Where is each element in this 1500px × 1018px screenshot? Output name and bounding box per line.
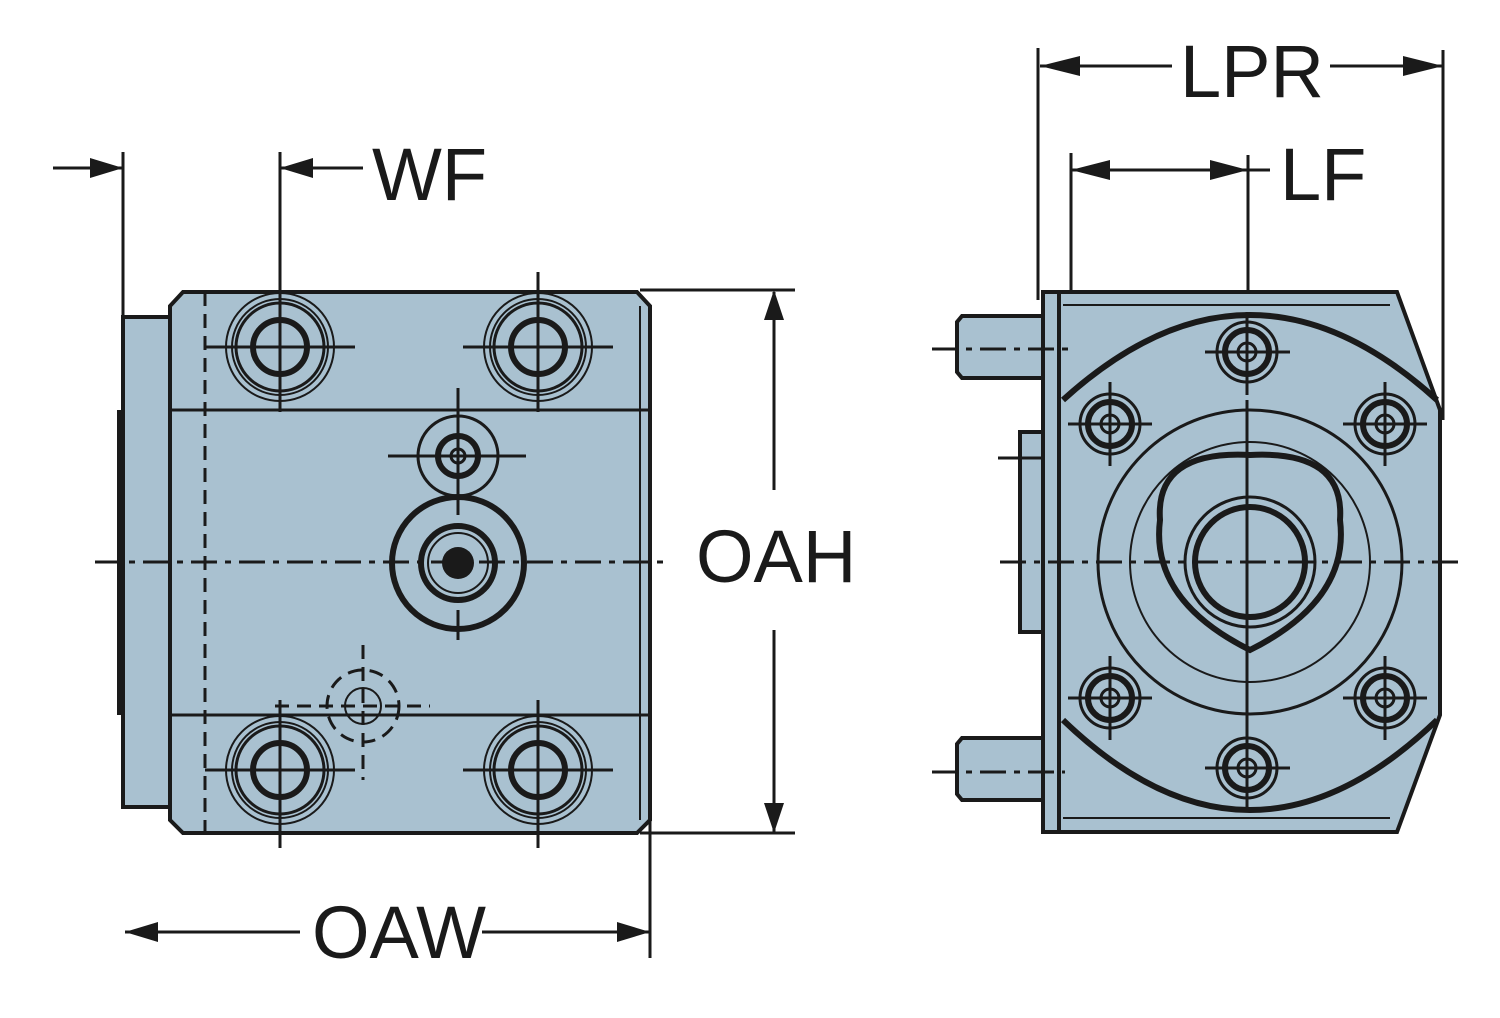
hidden-port-icon xyxy=(275,645,430,780)
polygon-coupling xyxy=(1156,451,1344,654)
key xyxy=(1018,430,1045,634)
top-pin xyxy=(955,314,1045,380)
wf-dimension: WF xyxy=(53,133,487,800)
oaw-dimension: OAW xyxy=(125,820,652,974)
front-view xyxy=(95,272,670,848)
wf-label: WF xyxy=(372,133,487,216)
lf-label: LF xyxy=(1280,133,1366,216)
lpr-label: LPR xyxy=(1180,30,1324,113)
front-body xyxy=(168,290,652,835)
side-view xyxy=(932,290,1462,834)
oah-label: OAH xyxy=(696,515,856,598)
lf-dimension: LF xyxy=(1069,133,1366,292)
lpr-dimension: LPR xyxy=(1036,30,1445,420)
oah-dimension: OAH xyxy=(640,288,856,835)
bottom-pin xyxy=(955,736,1045,802)
oaw-label: OAW xyxy=(312,891,486,974)
